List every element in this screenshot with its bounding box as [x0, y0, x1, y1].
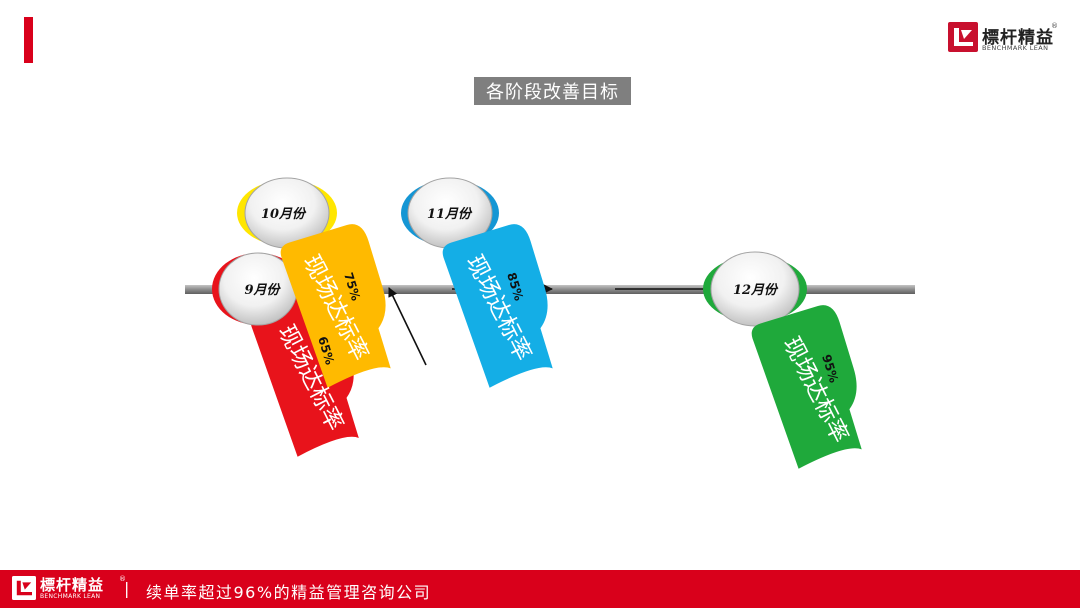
- footer-logo-icon: [12, 576, 36, 600]
- arrow-diagonal: [388, 287, 427, 366]
- stage-9-month: 9月份: [244, 282, 281, 298]
- footer-brand-name: 標杆精益: [40, 576, 105, 594]
- stage-11-month: 11月份: [427, 206, 473, 222]
- stage-card-shape: [442, 224, 553, 388]
- brand-subtitle: BENCHMARK LEAN: [982, 44, 1049, 52]
- footer-registered-mark: ®: [119, 575, 126, 583]
- footer-slogan: 续单率超过96%的精益管理咨询公司: [146, 583, 432, 602]
- page-title: 各阶段改善目标: [474, 77, 631, 105]
- stage-11-card: [442, 224, 553, 388]
- stage-card-shape: [751, 305, 862, 469]
- stage-12-month: 12月份: [733, 282, 779, 298]
- registered-mark: ®: [1051, 22, 1058, 30]
- stage-10-month: 10月份: [261, 206, 307, 222]
- footer-separator: |: [124, 579, 130, 598]
- footer-bar: 標杆精益 BENCHMARK LEAN ® | 续单率超过96%的精益管理咨询公…: [0, 570, 1080, 608]
- brand-logo: 標杆精益 BENCHMARK LEAN ®: [948, 22, 1058, 58]
- brand-logo-icon: [948, 22, 978, 52]
- stage-card-shape: [280, 224, 391, 388]
- accent-bar: [24, 17, 33, 63]
- brand-name: 標杆精益: [982, 28, 1054, 48]
- stage-10-card: [280, 224, 391, 388]
- stage-12-card: [751, 305, 862, 469]
- stage-12-oval: [710, 251, 800, 327]
- footer-brand-subtitle: BENCHMARK LEAN: [40, 593, 101, 600]
